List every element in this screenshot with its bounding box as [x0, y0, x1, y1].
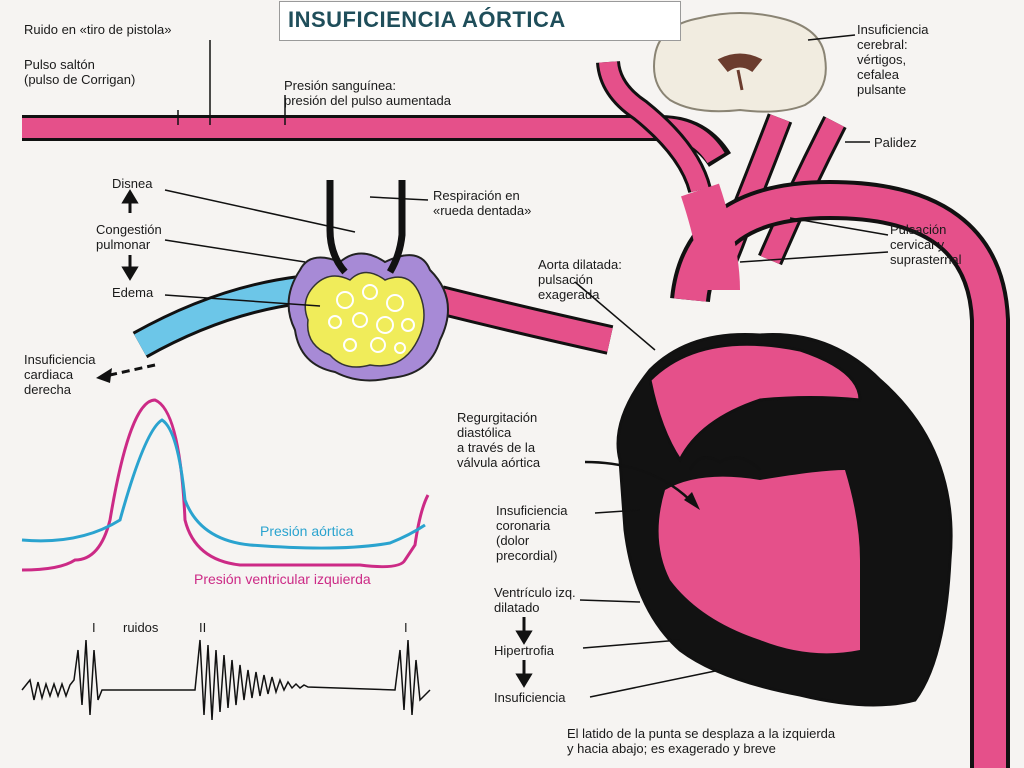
alveoli-circles [328, 284, 415, 354]
label-aortic-pressure: Presión aórtica [260, 523, 354, 539]
regurgitation-arrowhead [684, 492, 700, 510]
label-respiration: Respiración en «rueda dentada» [433, 188, 532, 218]
label-dilated-ventricle: Ventrículo izq. dilatado [494, 585, 576, 615]
label-sound-ii: II [199, 620, 207, 635]
label-dyspnea: Disnea [112, 176, 153, 191]
descending-aorta-lumen [599, 60, 709, 193]
label-regurgitation: Regurgitación diastólica a través de la … [457, 410, 541, 470]
label-hypertrophy: Hipertrofia [494, 643, 554, 658]
aortic-valve [688, 456, 762, 472]
alveoli [304, 271, 425, 368]
label-pallor: Palidez [874, 135, 917, 150]
label-blood-pressure: Presión sanguínea: presión del pulso aum… [284, 78, 451, 108]
brain-ventricles [717, 53, 763, 91]
aortic-root [648, 342, 862, 463]
label-apex-beat: El latido de la punta se desplaza a la i… [567, 726, 836, 756]
label-ventricular-pressure: Presión ventricular izquierda [194, 571, 371, 587]
label-right-heart-failure: Insuficiencia cardiaca derecha [24, 352, 96, 397]
label-cerebral: Insuficiencia cerebral: vértigos, cefale… [857, 22, 929, 97]
label-coronary: Insuficiencia coronaria (dolor precordia… [496, 503, 568, 563]
label-dilated-aorta: Aorta dilatada: pulsación exagerada [538, 257, 622, 302]
neck-trunk [681, 183, 740, 291]
arrows-left [121, 189, 533, 688]
phonocardiogram [21, 639, 431, 721]
label-pistol-shot: Ruido en «tiro de pistola» [24, 22, 172, 37]
label-heart-sounds: ruidos [123, 620, 159, 635]
trachea-left [326, 180, 348, 275]
label-failure: Insuficiencia [494, 690, 566, 705]
pulmonary-artery-lumen [134, 278, 302, 356]
peripheral-artery-lumen [22, 118, 725, 164]
right-failure-arrow [109, 363, 156, 377]
label-sound-i-second: I [404, 620, 408, 635]
page-title: INSUFICIENCIA AÓRTICA [288, 7, 566, 32]
pulmonary-vein-lumen [437, 288, 613, 352]
aortic-pressure-curve [21, 418, 426, 550]
leader-lines [164, 34, 889, 698]
left-ventricle-cavity [658, 470, 860, 654]
label-cervical-pulsation: Pulsación cervical y suprasternal [890, 222, 962, 267]
regurgitation-arrow [584, 460, 691, 501]
ventricular-pressure-curve [21, 398, 430, 572]
label-sound-i-first: I [92, 620, 96, 635]
title-box: INSUFICIENCIA AÓRTICA [279, 1, 681, 41]
label-corrigan-pulse: Pulso saltón (pulso de Corrigan) [24, 57, 136, 87]
trachea-right [386, 180, 406, 274]
label-edema: Edema [112, 285, 154, 300]
label-congestion: Congestión pulmonar [96, 222, 162, 252]
right-failure-arrowhead [96, 368, 112, 383]
